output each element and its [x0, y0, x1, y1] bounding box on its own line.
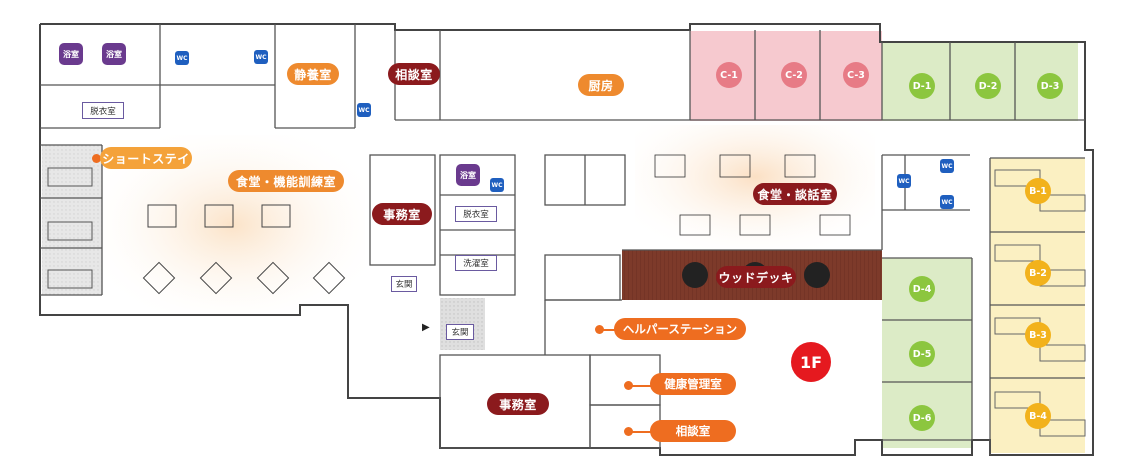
b-beds	[994, 169, 1086, 437]
wc-icon-7: WC	[940, 195, 954, 209]
entrance-arrow-icon: ▶	[422, 322, 430, 333]
helper-station-label: ヘルパーステーション	[614, 318, 746, 340]
floor-label: 1F	[791, 342, 831, 382]
short-stay-beds	[47, 167, 93, 289]
dressing-room-2: 脱衣室	[455, 206, 497, 222]
bath-tag-2: 浴室	[102, 43, 126, 65]
health-dot	[624, 381, 633, 390]
consult-bottom-dot	[624, 427, 633, 436]
bath-tag-3: 浴室	[456, 164, 480, 186]
wc-icon-4: WC	[490, 178, 504, 192]
wood-deck-label: ウッドデッキ	[716, 266, 796, 288]
entrance-1: 玄関	[391, 276, 417, 292]
dressing-room-1: 脱衣室	[82, 102, 124, 119]
unit-d5: D-5	[909, 341, 935, 367]
wc-icon-2: WC	[254, 50, 268, 64]
wc-icon-5: WC	[940, 159, 954, 173]
wc-icon-6: WC	[897, 174, 911, 188]
health-leader	[632, 385, 654, 387]
consult-bottom-leader	[632, 431, 654, 433]
unit-d3: D-3	[1037, 73, 1063, 99]
kitchen-label: 厨房	[578, 74, 624, 96]
short-stay-dot	[92, 154, 101, 163]
laundry-room: 洗濯室	[455, 255, 497, 271]
unit-d1: D-1	[909, 73, 935, 99]
unit-d6: D-6	[909, 405, 935, 431]
unit-b3: B-3	[1025, 322, 1051, 348]
unit-d2: D-2	[975, 73, 1001, 99]
unit-c1: C-1	[716, 62, 742, 88]
unit-c3: C-3	[843, 62, 869, 88]
helper-dot	[595, 325, 604, 334]
consult-room-top-label: 相談室	[388, 63, 440, 85]
dining-training-label: 食堂・機能訓練室	[228, 170, 344, 192]
partitions	[40, 24, 1085, 455]
unit-c2: C-2	[781, 62, 807, 88]
dining-furniture	[142, 204, 346, 295]
bath-tag-1: 浴室	[59, 43, 83, 65]
unit-b1: B-1	[1025, 178, 1051, 204]
helper-leader	[603, 329, 615, 331]
short-stay-label: ショートステイ	[100, 147, 192, 169]
consult-room-bottom-label: 相談室	[650, 420, 736, 442]
entrance-2: 玄関	[446, 324, 474, 340]
unit-d4: D-4	[909, 276, 935, 302]
unit-b4: B-4	[1025, 403, 1051, 429]
office-1-label: 事務室	[372, 203, 432, 225]
wc-icon-3: WC	[357, 103, 371, 117]
health-room-label: 健康管理室	[650, 373, 736, 395]
dining-talk-label: 食堂・談話室	[753, 183, 837, 205]
wc-icon-1: WC	[175, 51, 189, 65]
office-2-label: 事務室	[487, 393, 549, 415]
talk-furniture	[654, 154, 851, 236]
shizuyo-room-label: 静養室	[287, 63, 339, 85]
unit-b2: B-2	[1025, 260, 1051, 286]
